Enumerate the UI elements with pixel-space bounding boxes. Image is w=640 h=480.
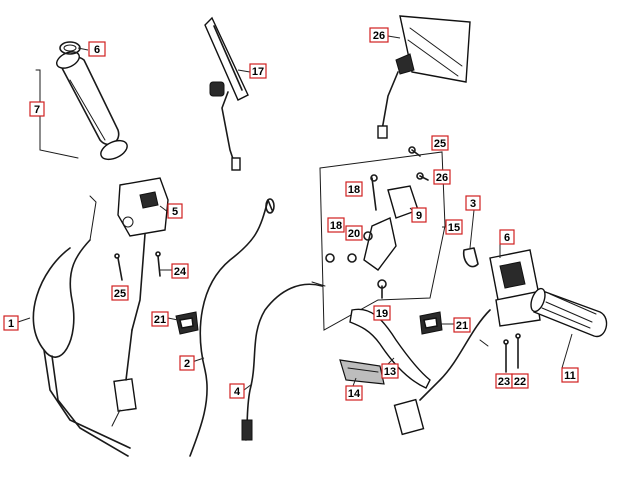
callout-4: 4 — [229, 383, 245, 399]
callout-7: 9 — [411, 207, 427, 223]
svg-text:13: 13 — [384, 366, 396, 378]
brake-cable — [241, 281, 326, 441]
brake-lever-assembly — [347, 174, 419, 299]
svg-text:26: 26 — [436, 172, 448, 184]
callout-19: 19 — [373, 305, 391, 321]
svg-text:9: 9 — [416, 210, 422, 222]
svg-text:17: 17 — [252, 66, 264, 78]
callout-24: 23 — [495, 373, 513, 389]
svg-text:26: 26 — [373, 30, 385, 42]
cable-clip-right — [419, 311, 443, 335]
svg-text:22: 22 — [514, 376, 526, 388]
switch-bracket — [462, 247, 479, 268]
right-mirror — [377, 15, 471, 139]
right-switch-housing — [393, 249, 541, 436]
svg-text:7: 7 — [34, 104, 40, 116]
svg-text:18: 18 — [330, 220, 342, 232]
callout-20: 20 — [345, 225, 363, 241]
left-mirror — [204, 16, 249, 171]
svg-text:25: 25 — [114, 288, 126, 300]
left-switch-housing — [111, 177, 169, 427]
svg-text:6: 6 — [94, 44, 100, 56]
callout-18-b: 18 — [327, 217, 345, 233]
callout-12: 6 — [88, 41, 106, 57]
callout-15: 15 — [445, 219, 463, 235]
svg-text:21: 21 — [154, 314, 166, 326]
lever-switch — [339, 359, 385, 385]
callout-6: 6 — [499, 229, 515, 245]
throttle-cable — [189, 198, 275, 457]
lever-bracket-frame — [319, 151, 446, 331]
right-grip — [530, 287, 608, 338]
callout-25-a: 25 — [431, 135, 449, 151]
svg-text:2: 2 — [184, 358, 190, 370]
callout-21-b: 21 — [453, 317, 471, 333]
callout-18-a: 18 — [345, 181, 363, 197]
screws — [114, 146, 521, 373]
cable-clip-left — [175, 311, 199, 335]
callout-25-b: 26 — [433, 169, 451, 185]
svg-text:4: 4 — [234, 386, 241, 398]
leader-lines — [17, 35, 573, 391]
svg-text:3: 3 — [470, 198, 476, 210]
clutch-cable — [32, 195, 131, 457]
callout-22: 22 — [511, 373, 529, 389]
svg-text:23: 23 — [498, 376, 510, 388]
svg-text:24: 24 — [174, 266, 187, 278]
callout-11: 11 — [561, 367, 579, 383]
svg-text:14: 14 — [348, 388, 361, 400]
svg-text:18: 18 — [348, 184, 360, 196]
callout-23-a: 24 — [171, 263, 189, 279]
callout-23-b: 25 — [111, 285, 129, 301]
brake-lever — [349, 308, 431, 389]
svg-text:11: 11 — [564, 370, 576, 382]
svg-text:25: 25 — [434, 138, 446, 150]
svg-text:21: 21 — [456, 320, 468, 332]
svg-text:1: 1 — [8, 318, 14, 330]
svg-text:19: 19 — [376, 308, 388, 320]
svg-text:6: 6 — [504, 232, 510, 244]
callout-9: 7 — [29, 101, 45, 117]
callout-26: 26 — [369, 27, 389, 43]
callout-13: 13 — [381, 363, 399, 379]
callout-2: 2 — [179, 355, 195, 371]
callout-3: 3 — [465, 195, 481, 211]
svg-text:5: 5 — [172, 206, 178, 218]
svg-text:20: 20 — [348, 228, 360, 240]
callout-21-a: 21 — [151, 311, 169, 327]
callout-5: 5 — [167, 203, 183, 219]
callout-1: 1 — [3, 315, 19, 331]
throttle-grip — [35, 51, 128, 161]
callout-14: 14 — [345, 385, 363, 401]
callout-17: 17 — [249, 63, 267, 79]
svg-text:15: 15 — [448, 222, 460, 234]
